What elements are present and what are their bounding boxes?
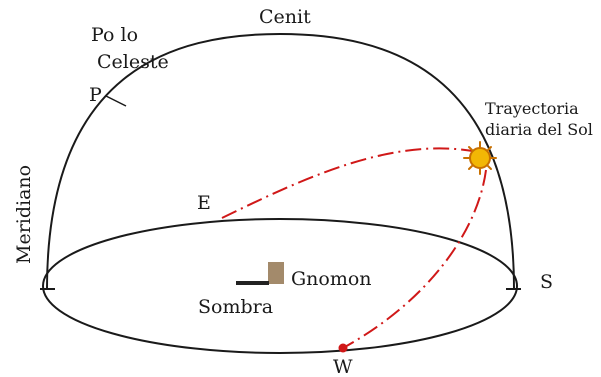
celestial-pole-label-line1: Po lo bbox=[91, 24, 138, 46]
sun-setting-path bbox=[342, 169, 487, 349]
west-label: W bbox=[333, 356, 353, 377]
sun-path-label-line1: Trayectoria bbox=[485, 99, 579, 118]
zenith-label: Cenit bbox=[259, 6, 311, 28]
sun-daily-path bbox=[221, 147, 479, 219]
horizon-ellipse bbox=[42, 218, 518, 354]
pole-marker-label: P bbox=[89, 84, 102, 106]
celestial-pole-label-line2: Celeste bbox=[97, 51, 169, 73]
celestial-dome bbox=[46, 32, 515, 290]
shadow-label: Sombra bbox=[198, 296, 273, 318]
shadow-bar bbox=[236, 281, 269, 285]
meridian-label: Meridiano bbox=[13, 165, 35, 264]
gnomon-label: Gnomon bbox=[291, 268, 372, 290]
south-label: S bbox=[540, 271, 553, 293]
sun-path-label-line2: diaria del Sol bbox=[485, 120, 593, 139]
west-marker-dot bbox=[338, 343, 348, 353]
pole-pointer-line bbox=[105, 95, 127, 107]
gnomon-icon bbox=[268, 262, 284, 284]
east-label: E bbox=[197, 192, 211, 214]
sun-icon bbox=[463, 141, 497, 175]
